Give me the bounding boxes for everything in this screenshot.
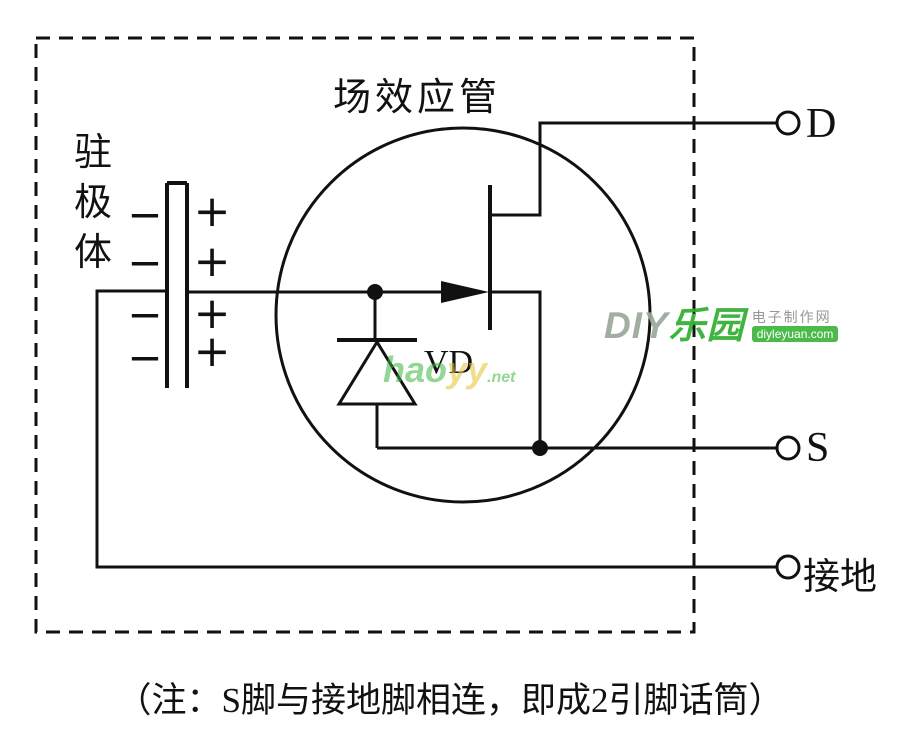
plus-charge-mark: + xyxy=(193,326,231,377)
hao-watermark-name2: yy xyxy=(447,349,488,390)
mic-enclosure-dashed-border xyxy=(34,36,696,634)
gate-arrowhead xyxy=(441,281,489,303)
hao-watermark-name: hao xyxy=(383,349,448,390)
terminal-pad-ground xyxy=(775,554,801,580)
diy-watermark-site: 电子制作网 xyxy=(751,308,832,325)
diy-watermark-side: 电子制作网 diyleyuan.com xyxy=(751,308,839,342)
hao-watermark: haoyy.net xyxy=(383,352,516,388)
hao-watermark-tld: .net xyxy=(487,369,516,386)
diode-label: VD xyxy=(424,344,474,381)
ground-wire xyxy=(95,289,777,569)
minus-charge-mark: − xyxy=(127,238,163,287)
fet-body-circle xyxy=(274,126,652,504)
terminal-label-ground: 接地 xyxy=(803,557,877,598)
electret-label: 驻极体 xyxy=(73,132,112,275)
diy-watermark: DIY乐园 电子制作网 diyleyuan.com xyxy=(604,307,839,344)
diy-watermark-url: diyleyuan.com xyxy=(751,325,839,342)
minus-charge-mark: − xyxy=(127,290,163,339)
diy-watermark-brand-en: DIY xyxy=(604,305,669,346)
diy-watermark-brand: DIY乐园 xyxy=(604,307,745,344)
fet-label: 场效应管 xyxy=(333,77,502,119)
minus-charge-mark: − xyxy=(127,333,163,382)
terminal-pad-d xyxy=(775,110,801,136)
terminal-pad-s xyxy=(775,435,801,461)
diy-watermark-brand-cn: 乐园 xyxy=(668,305,745,346)
plus-charge-mark: + xyxy=(193,236,231,287)
minus-charge-mark: − xyxy=(127,190,163,239)
drain-wire xyxy=(490,121,777,217)
gate-junction-dot xyxy=(367,284,383,300)
source-wire xyxy=(490,290,542,448)
note-caption: （注：S脚与接地脚相连，即成2引脚话筒） xyxy=(116,681,784,720)
terminal-label-source: S xyxy=(806,425,830,471)
electret-capacitor-plates xyxy=(165,181,189,388)
plus-charge-mark: + xyxy=(193,186,231,237)
plus-charge-mark: + xyxy=(193,288,231,339)
source-junction-dot xyxy=(532,440,548,456)
terminal-label-drain: D xyxy=(806,101,837,147)
